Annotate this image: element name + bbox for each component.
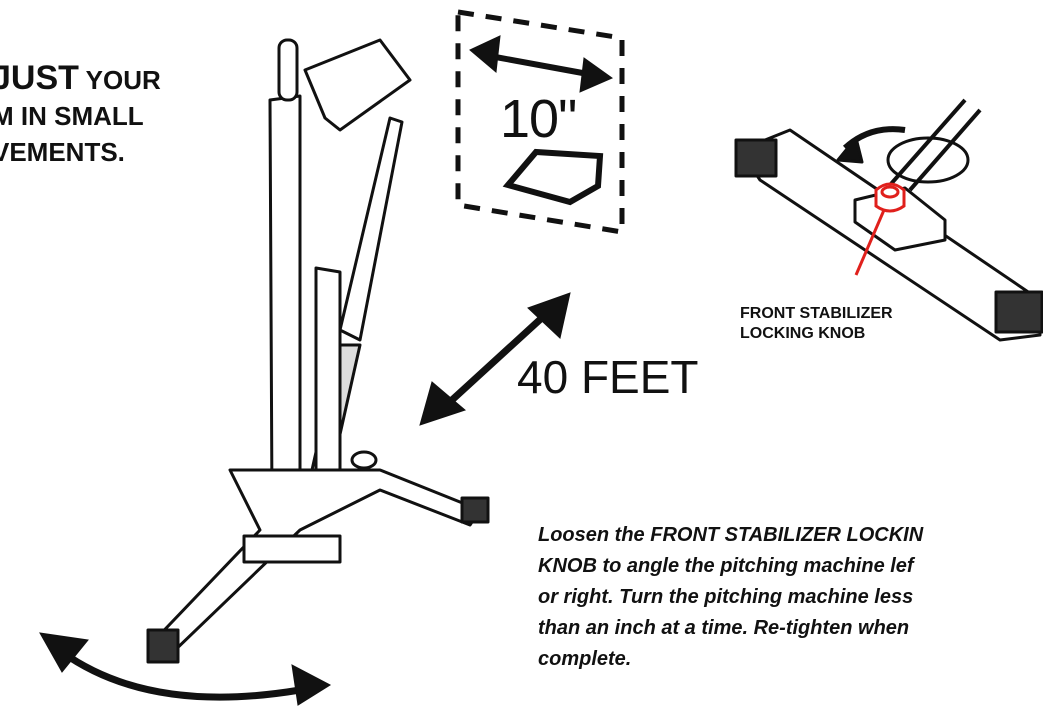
knob-label-line-2: LOCKING KNOB [740, 325, 866, 342]
instruction-line-5: complete. [538, 648, 632, 670]
adjust-heading: JUST YOUR M IN SMALL VEMENTS. [0, 60, 252, 170]
heading-line-1: JUST YOUR [0, 59, 161, 97]
instruction-line-4: than an inch at a time. Re-tighten when [538, 617, 910, 639]
heading-line-3: VEMENTS. [0, 137, 125, 167]
instruction-line-1: Loosen the FRONT STABILIZER LOCKIN [538, 524, 924, 546]
knob-label-line-1: FRONT STABILIZER [740, 305, 893, 322]
rotate-arrow-icon [39, 632, 332, 706]
heading-line-2: M IN SMALL [0, 101, 144, 131]
distance-arrow-icon [419, 292, 571, 426]
dimension-label: 10" [500, 89, 577, 149]
instruction-line-2: KNOB to angle the pitching machine lef [538, 555, 914, 577]
pitching-machine-illustration [146, 38, 490, 664]
home-plate-icon [502, 148, 604, 206]
distance-label: 40 FEET [517, 351, 699, 403]
locking-knob-icon [854, 182, 906, 276]
instruction-line-3: or right. Turn the pitching machine less [538, 586, 914, 608]
double-arrow-icon [469, 35, 614, 93]
plate-target-box [455, 9, 625, 235]
instruction-text: Loosen the FRONT STABILIZER LOCKIN KNOB … [538, 520, 1043, 675]
knob-callout-label: FRONT STABILIZER LOCKING KNOB [740, 304, 893, 344]
